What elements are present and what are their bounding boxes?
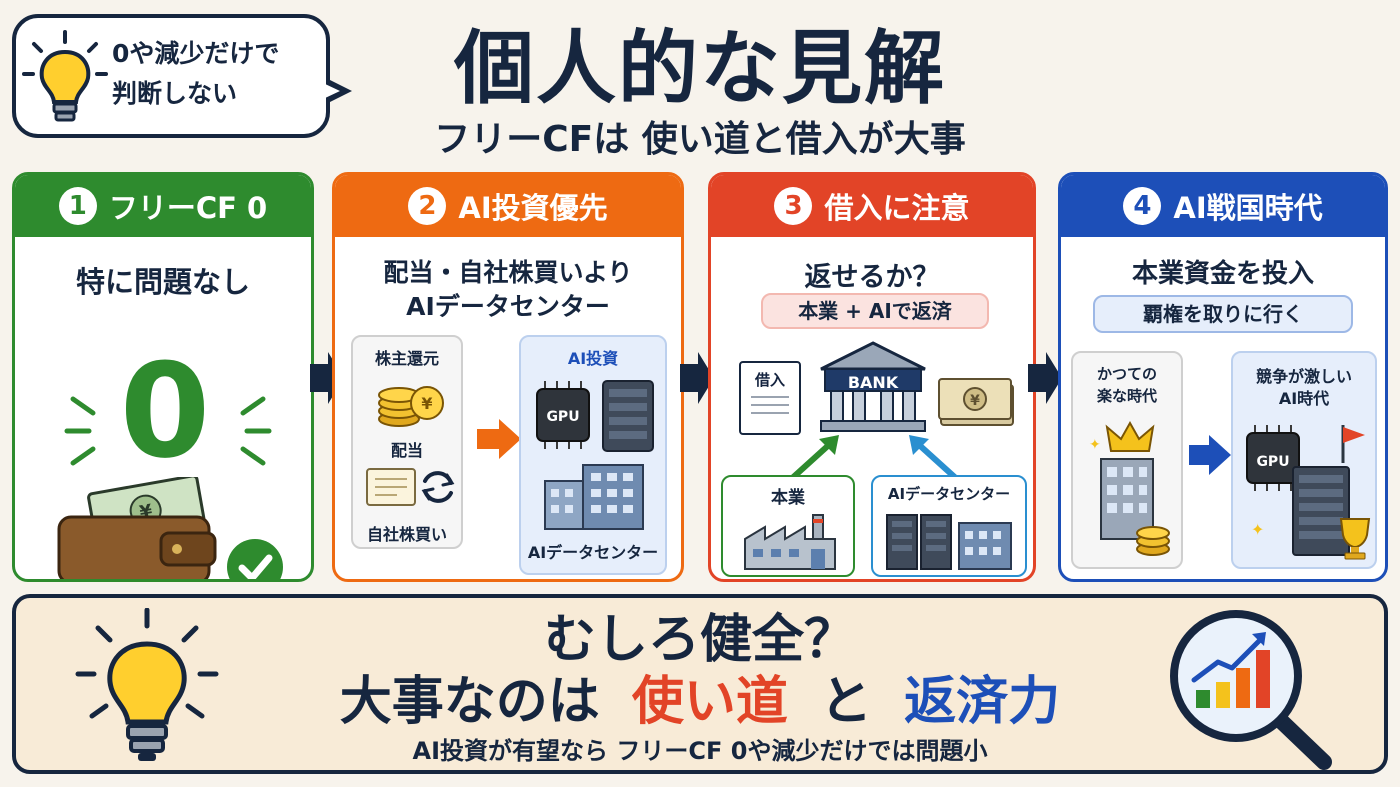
factory-icon <box>744 514 836 570</box>
card-ai-investment: 2 AI投資優先 配当・自社株買いより AIデータセンター 株主還元 ¥ 配当 <box>332 172 684 582</box>
card-title: AI投資優先 <box>458 191 608 225</box>
wallet-icon: ¥ <box>57 477 217 579</box>
server-icon <box>602 380 654 452</box>
card-header: 2 AI投資優先 <box>335 175 681 237</box>
card-free-cf-zero: 1 フリーCF 0 特に問題なし 0 ¥ <box>12 172 314 582</box>
dividend-label: 配当 <box>390 441 423 460</box>
step-number: 2 <box>408 187 447 225</box>
bank-icon <box>820 341 926 432</box>
conclusion-key-line: 大事なのは 使い道 と 返済力 <box>16 672 1384 732</box>
ai-datacenter-box: AIデータセンター <box>871 475 1027 577</box>
step-number: 1 <box>58 187 97 225</box>
key-line-prefix: 大事なのは <box>339 672 600 732</box>
shareholder-return-box: 株主還元 ¥ 配当 <box>351 335 463 549</box>
conclusion-panel: むしろ健全？ 大事なのは 使い道 と 返済力 AI投資が有望なら フリーCF 0… <box>12 594 1388 774</box>
arrow-icon <box>1028 352 1062 404</box>
lightbulb-icon <box>22 30 108 122</box>
datacenter-label: AIデータセンター <box>887 485 1011 503</box>
conclusion-heading: むしろ健全？ <box>543 610 856 670</box>
ai-era-box: 競争が激しい AI時代 ✦ <box>1231 351 1377 569</box>
crown-icon <box>1105 420 1155 452</box>
past-line: 楽な時代 <box>1096 387 1157 405</box>
card-ai-warring-era: 4 AI戦国時代 本業資金を投入 覇権を取りに行く かつての 楽な時代 ✦ <box>1058 172 1388 582</box>
card-line: 返せるか？ <box>804 262 940 293</box>
key-line-repayment: 返済力 <box>904 672 1061 732</box>
check-icon <box>227 539 283 579</box>
card-line: AIデータセンター <box>406 292 610 321</box>
trophy-icon <box>1339 518 1371 560</box>
box-title: 株主還元 <box>374 349 439 368</box>
page-title: 個人的な見解 <box>454 22 946 115</box>
svg-text:¥: ¥ <box>970 393 980 409</box>
gpu-label: GPU <box>1256 454 1290 470</box>
card-title: フリーCF 0 <box>108 191 268 225</box>
conclusion-note: AI投資が有望なら フリーCF 0や減少だけでは問題小 <box>412 737 988 765</box>
card-line: 配当・自社株買いより <box>383 258 633 287</box>
step-number: 3 <box>774 187 813 225</box>
refresh-icon <box>421 471 455 503</box>
card-header: 1 フリーCF 0 <box>15 175 311 237</box>
svg-text:✦: ✦ <box>1251 520 1264 539</box>
sparkle-rays-icon <box>64 396 272 466</box>
repayment-pill: 本業 + AIで返済 <box>761 293 989 329</box>
card-title: 借入に注意 <box>824 191 970 225</box>
coins-icon <box>1136 526 1170 556</box>
bubble-line-2: 判断しない <box>112 79 238 108</box>
datacenter-label: AIデータセンター <box>527 543 659 562</box>
card-title: AI戦国時代 <box>1173 191 1323 225</box>
past-era-box: かつての 楽な時代 ✦ <box>1071 351 1183 569</box>
card-line: 本業資金を投入 <box>1131 259 1314 289</box>
building-icon <box>1100 458 1154 540</box>
bank-label: BANK <box>847 373 899 392</box>
certificate-icon <box>366 468 416 506</box>
card-borrowing: 3 借入に注意 返せるか？ 本業 + AIで返済 借入 BANK <box>708 172 1036 582</box>
key-line-and: と <box>820 672 873 732</box>
gpu-server-group <box>536 380 654 452</box>
bubble-line-1: 0や減少だけで <box>112 39 280 68</box>
banknote-icon: ¥ <box>938 378 1014 426</box>
server-icon <box>886 514 1012 570</box>
core-business-box: 本業 <box>721 475 855 577</box>
gpu-chip-icon <box>1246 425 1300 491</box>
now-line: AI時代 <box>1278 389 1330 408</box>
bubble-text: 0や減少だけで 判断しない <box>112 34 322 114</box>
box-title: AI投資 <box>567 349 619 368</box>
magnifier-chart-icon <box>1170 610 1332 770</box>
coins-icon: ¥ <box>378 386 444 427</box>
card-line: 特に問題なし <box>75 265 250 299</box>
document-icon: 借入 <box>739 361 801 435</box>
step-number: 4 <box>1123 187 1162 225</box>
arrow-icon <box>477 419 521 459</box>
flag-icon <box>1341 425 1365 463</box>
certificate-refresh-group <box>366 468 455 506</box>
arrow-icon <box>680 352 714 404</box>
card-header: 4 AI戦国時代 <box>1061 175 1385 237</box>
gpu-chip-icon <box>536 381 590 449</box>
hegemony-pill: 覇権を取りに行く <box>1093 295 1353 333</box>
buyback-label: 自社株買い <box>366 525 447 544</box>
loan-document-label: 借入 <box>754 371 785 389</box>
gpu-label: GPU <box>546 409 580 425</box>
crown-building-group: ✦ <box>1089 420 1170 556</box>
ai-investment-box: AI投資 GPU <box>519 335 667 575</box>
arrow-icon <box>1189 435 1231 475</box>
big-zero: 0 <box>119 335 211 487</box>
lightbulb-icon <box>75 608 219 761</box>
building-icon <box>544 464 644 530</box>
now-line: 競争が激しい <box>1255 367 1352 386</box>
past-line: かつての <box>1096 365 1157 383</box>
server-icon <box>1292 466 1350 556</box>
key-line-usage: 使い道 <box>631 672 788 732</box>
page-subtitle: フリーCFは 使い道と借入が大事 <box>434 119 966 160</box>
core-business-label: 本業 <box>771 488 805 508</box>
gpu-server-trophy-group: ✦ <box>1246 425 1371 560</box>
card-header: 3 借入に注意 <box>711 175 1033 237</box>
svg-text:✦: ✦ <box>1089 437 1101 453</box>
svg-text:¥: ¥ <box>421 394 432 413</box>
